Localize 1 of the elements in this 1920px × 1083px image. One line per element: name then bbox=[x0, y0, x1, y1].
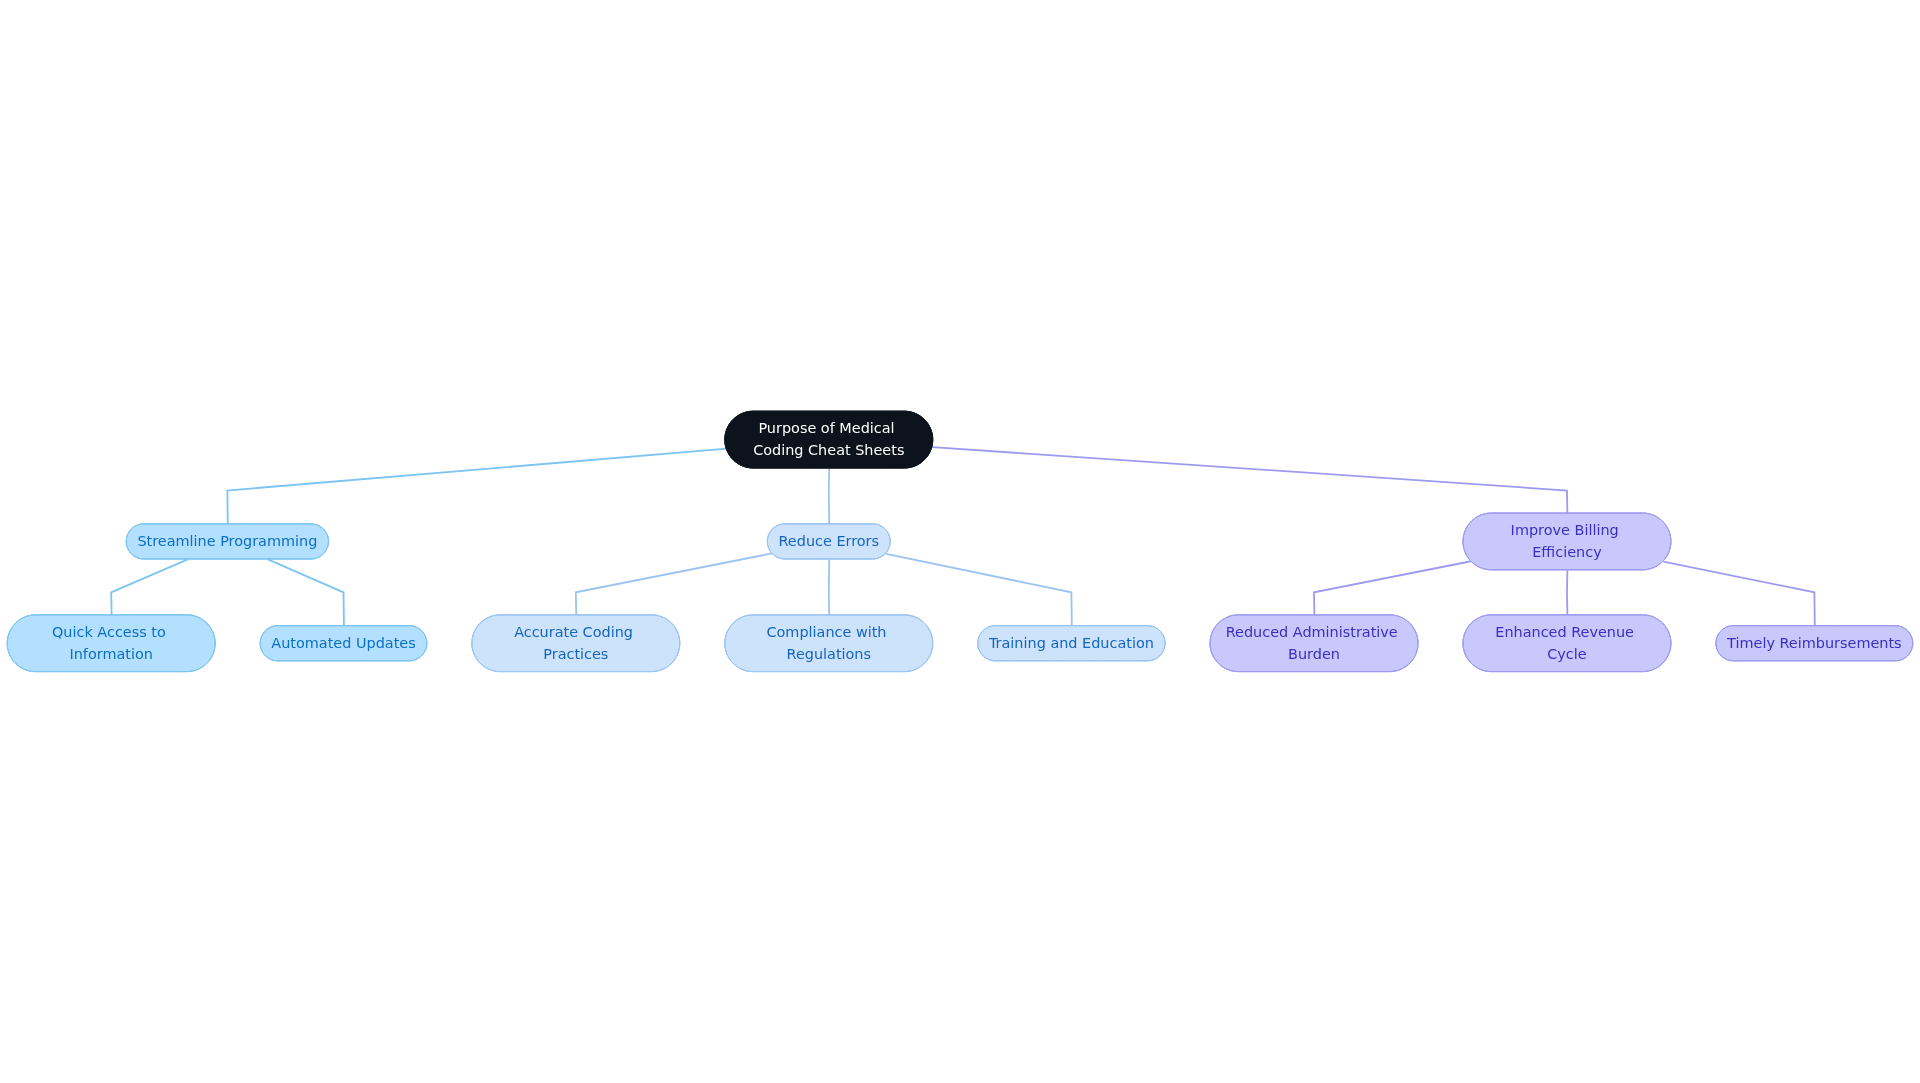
connector bbox=[931, 446, 1569, 515]
